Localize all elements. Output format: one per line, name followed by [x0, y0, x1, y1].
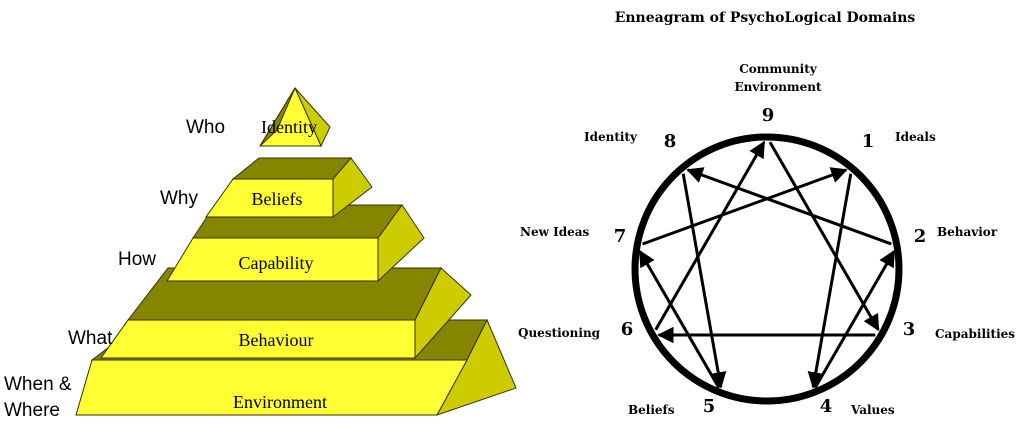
point-label-2: Behavior [937, 225, 998, 239]
question-where: Where [4, 400, 60, 421]
point-label-9-line2: Environment [734, 80, 822, 94]
question-what: What [68, 328, 113, 349]
enneagram-arrows [638, 140, 896, 389]
enneagram-diagram: Enneagram of PsychoLogical Domains 9 1 2… [520, 10, 1015, 417]
point-number-1: 1 [862, 131, 875, 152]
pyramid-tier-label-environment: Environment [233, 392, 327, 412]
point-label-5: Beliefs [628, 403, 675, 417]
point-number-6: 6 [621, 319, 634, 340]
point-label-8: Identity [584, 130, 638, 144]
arrow-1-to-4 [807, 173, 853, 389]
point-label-9-line1: Community [739, 62, 818, 76]
point-number-7: 7 [614, 226, 627, 247]
point-label-7: New Ideas [520, 225, 590, 239]
arrow-9-to-3 [768, 141, 880, 332]
pyramid-tier-capability: Capability [166, 204, 425, 283]
point-number-4: 4 [820, 396, 833, 417]
point-label-3: Capabilities [935, 327, 1015, 341]
pyramid-tier-label-capability: Capability [239, 253, 314, 273]
questioning-label: Questioning [518, 326, 601, 340]
pyramid-tier-label-beliefs: Beliefs [252, 189, 303, 209]
point-number-2: 2 [914, 226, 927, 247]
question-how: How [118, 249, 156, 270]
question-why: Why [160, 188, 199, 209]
point-number-9: 9 [762, 105, 775, 126]
enneagram-title: Enneagram of PsychoLogical Domains [615, 10, 916, 26]
point-label-4: Values [850, 403, 895, 417]
point-number-8: 8 [664, 131, 677, 152]
enneagram-circle [631, 133, 903, 405]
point-number-5: 5 [703, 396, 716, 417]
arrow-7-to-1 [642, 167, 848, 246]
question-when: When & [4, 374, 72, 395]
point-label-1: Ideals [895, 130, 936, 144]
neurological-levels-pyramid: Environment Behaviour Capability Beliefs [4, 86, 517, 421]
point-number-3: 3 [903, 319, 916, 340]
pyramid-tier-beliefs: Beliefs [205, 157, 373, 219]
pyramid-tier-label-behaviour: Behaviour [239, 330, 314, 350]
arrow-8-to-5 [681, 173, 727, 389]
question-who: Who [186, 117, 225, 138]
pyramid-tier-identity: Identity [259, 86, 331, 148]
arrow-6-to-9 [654, 140, 766, 331]
pyramid-tier-label-identity: Identity [261, 117, 317, 137]
arrow-4-to-2 [813, 249, 896, 389]
arrow-2-to-8 [686, 167, 892, 246]
arrow-5-to-7 [638, 249, 721, 389]
